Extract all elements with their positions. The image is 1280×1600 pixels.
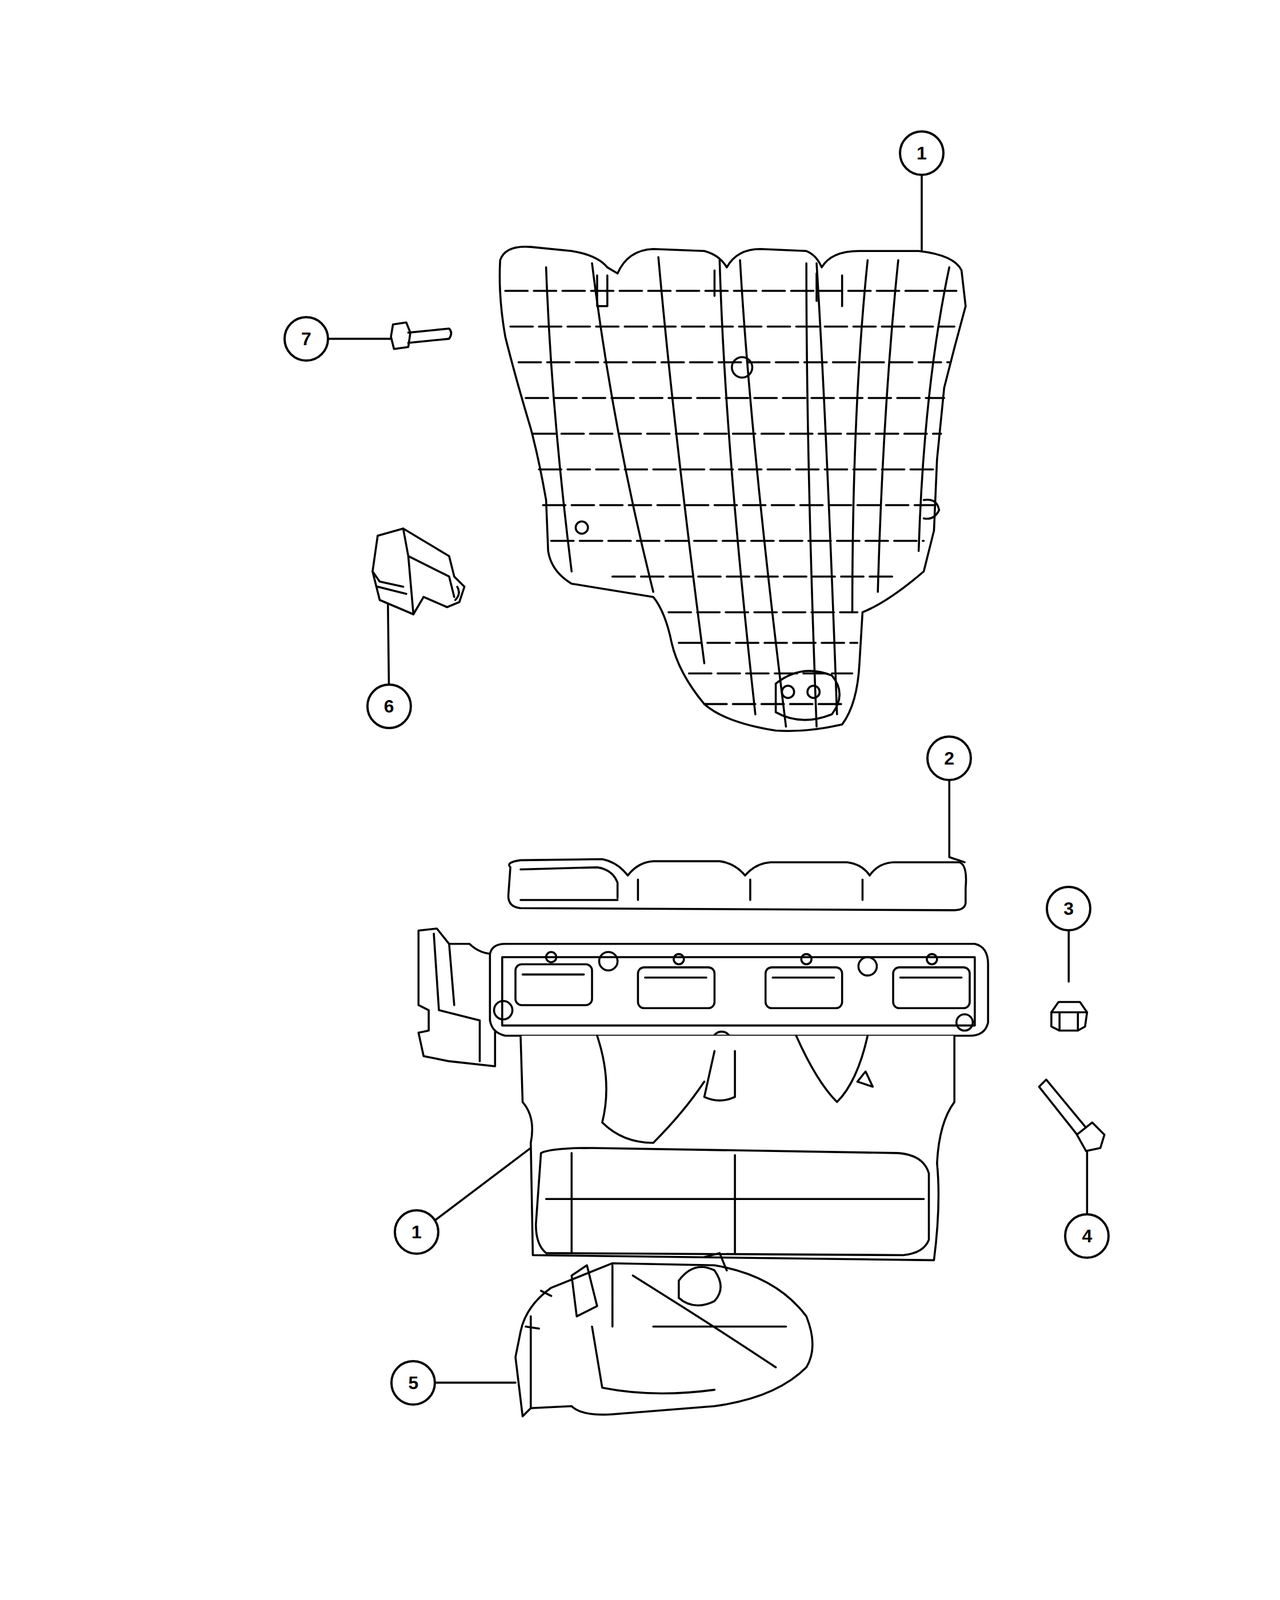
callout-number: 1	[916, 144, 927, 163]
callout-number: 3	[1063, 899, 1074, 918]
callout-circle: 3	[1045, 885, 1092, 932]
flange-bolt	[1038, 1079, 1104, 1151]
callout-circle: 1	[393, 1209, 440, 1255]
gasket	[508, 859, 967, 911]
callout-number: 5	[408, 1373, 419, 1392]
callout-circle: 2	[926, 735, 972, 782]
callout-circle: 5	[390, 1360, 436, 1406]
callout-circle: 1	[898, 130, 945, 176]
callout-number: 4	[1081, 1226, 1092, 1246]
callout-number: 2	[944, 749, 955, 768]
callout-number: 7	[301, 329, 312, 348]
lower-intake-manifold	[418, 928, 988, 1417]
flange-nut	[1051, 1002, 1088, 1031]
bolt	[390, 322, 451, 349]
leader-lines	[327, 174, 1087, 1383]
map-sensor	[372, 528, 465, 615]
upper-intake-manifold	[499, 246, 966, 732]
callout-number: 6	[384, 697, 395, 716]
callout-circle: 6	[366, 683, 412, 730]
callout-circle: 7	[283, 316, 330, 362]
callout-circle: 4	[1064, 1213, 1110, 1259]
callout-number: 1	[411, 1222, 422, 1242]
